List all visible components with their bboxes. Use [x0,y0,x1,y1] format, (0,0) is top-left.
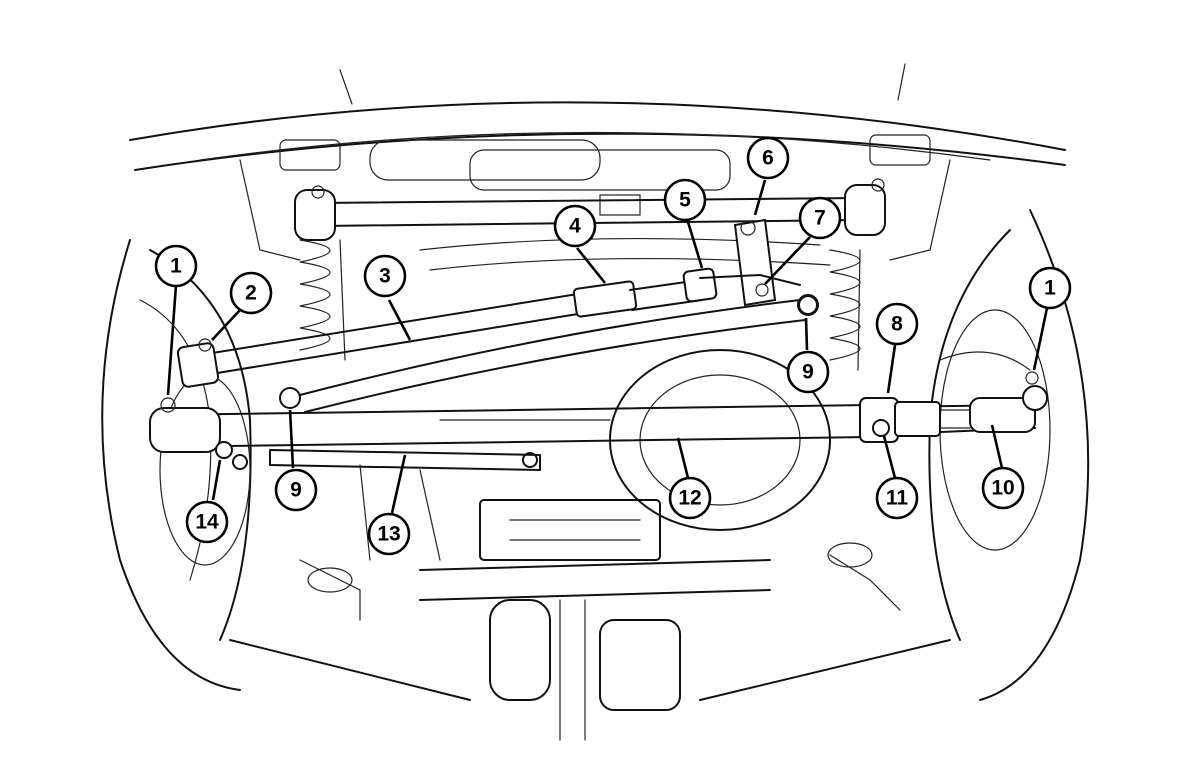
callout-8: 8 [875,302,919,346]
callout-4: 4 [553,204,597,248]
callout-label: 7 [814,207,826,230]
left-coil-spring [299,239,346,361]
callout-label: 10 [991,477,1014,500]
callout-label: 3 [379,265,391,288]
callout-9-left: 9 [274,468,318,512]
callout-1-right: 1 [1028,266,1072,310]
vehicle-body-outline [129,63,1066,171]
callout-14: 14 [185,500,229,544]
callout-label: 9 [290,479,302,502]
callout-10: 10 [981,466,1025,510]
callout-13: 13 [367,512,411,556]
callout-label: 1 [170,255,182,278]
callout-5: 5 [663,178,707,222]
right-coil-spring [829,249,861,371]
callout-label: 11 [886,487,909,510]
callout-label: 12 [678,487,701,510]
callout-1-left: 1 [154,244,198,288]
callout-12: 12 [668,476,712,520]
leader-lines [166,179,1049,514]
callout-label: 9 [802,361,814,384]
steering-damper [299,294,819,413]
callout-6: 6 [746,136,790,180]
callout-label: 5 [679,189,691,212]
callout-label: 8 [891,313,903,336]
drag-link [176,267,718,388]
callout-3: 3 [363,254,407,298]
fasteners [215,295,890,470]
callout-label: 1 [1044,277,1056,300]
tie-rod [149,371,1048,453]
callout-label: 4 [569,215,581,238]
lower-crossmember [229,499,951,741]
left-tire [101,239,252,691]
stabilizer-bar [294,178,886,241]
callout-7: 7 [798,196,842,240]
callout-label: 2 [245,282,257,305]
callout-label: 14 [195,511,219,534]
callout-9-right: 9 [786,350,830,394]
axle-bracket [269,449,541,561]
callout-label: 6 [762,147,774,170]
callout-2: 2 [229,271,273,315]
callout-label: 13 [377,523,400,546]
callout-11: 11 [875,476,919,520]
